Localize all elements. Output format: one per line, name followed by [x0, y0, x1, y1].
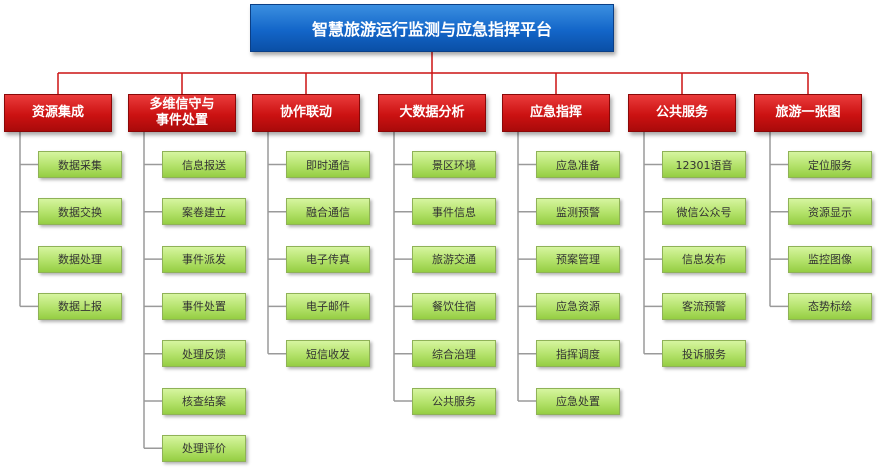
function-item: 数据上报 — [38, 292, 122, 320]
function-item: 应急资源 — [536, 292, 620, 320]
function-item: 预案管理 — [536, 245, 620, 273]
function-item: 综合治理 — [412, 340, 496, 368]
function-item: 融合通信 — [286, 198, 370, 226]
function-item: 景区环境 — [412, 151, 496, 178]
function-item: 定位服务 — [788, 151, 872, 178]
function-item: 信息报送 — [162, 151, 246, 178]
function-item: 案卷建立 — [162, 198, 246, 226]
function-item: 客流预警 — [662, 292, 746, 320]
category-node: 大数据分析 — [378, 94, 486, 132]
function-item: 微信公众号 — [662, 198, 746, 226]
function-item: 信息发布 — [662, 245, 746, 273]
function-item: 监测预警 — [536, 198, 620, 226]
function-item: 投诉服务 — [662, 340, 746, 368]
category-node: 公共服务 — [628, 94, 736, 132]
function-item: 资源显示 — [788, 198, 872, 226]
root-node-title: 智慧旅游运行监测与应急指挥平台 — [250, 4, 614, 52]
function-item: 应急处置 — [536, 387, 620, 415]
function-item: 数据交换 — [38, 198, 122, 226]
category-node: 多维信守与 事件处置 — [128, 94, 236, 132]
function-item: 数据采集 — [38, 151, 122, 178]
function-item: 处理评价 — [162, 434, 246, 462]
function-item: 餐饮住宿 — [412, 292, 496, 320]
category-node: 应急指挥 — [502, 94, 610, 132]
function-item: 指挥调度 — [536, 340, 620, 368]
function-item: 监控图像 — [788, 245, 872, 273]
function-item: 数据处理 — [38, 245, 122, 273]
function-item: 事件派发 — [162, 245, 246, 273]
function-item: 事件处置 — [162, 292, 246, 320]
function-item: 态势标绘 — [788, 292, 872, 320]
function-item: 12301语音 — [662, 151, 746, 178]
function-item: 电子传真 — [286, 245, 370, 273]
function-item: 处理反馈 — [162, 340, 246, 368]
function-item: 电子邮件 — [286, 292, 370, 320]
function-item: 核查结案 — [162, 387, 246, 415]
function-item: 短信收发 — [286, 340, 370, 368]
category-node: 协作联动 — [252, 94, 360, 132]
function-item: 事件信息 — [412, 198, 496, 226]
function-item: 应急准备 — [536, 151, 620, 178]
category-node: 资源集成 — [4, 94, 112, 132]
function-item: 旅游交通 — [412, 245, 496, 273]
category-node: 旅游一张图 — [754, 94, 862, 132]
function-item: 即时通信 — [286, 151, 370, 178]
function-item: 公共服务 — [412, 387, 496, 415]
